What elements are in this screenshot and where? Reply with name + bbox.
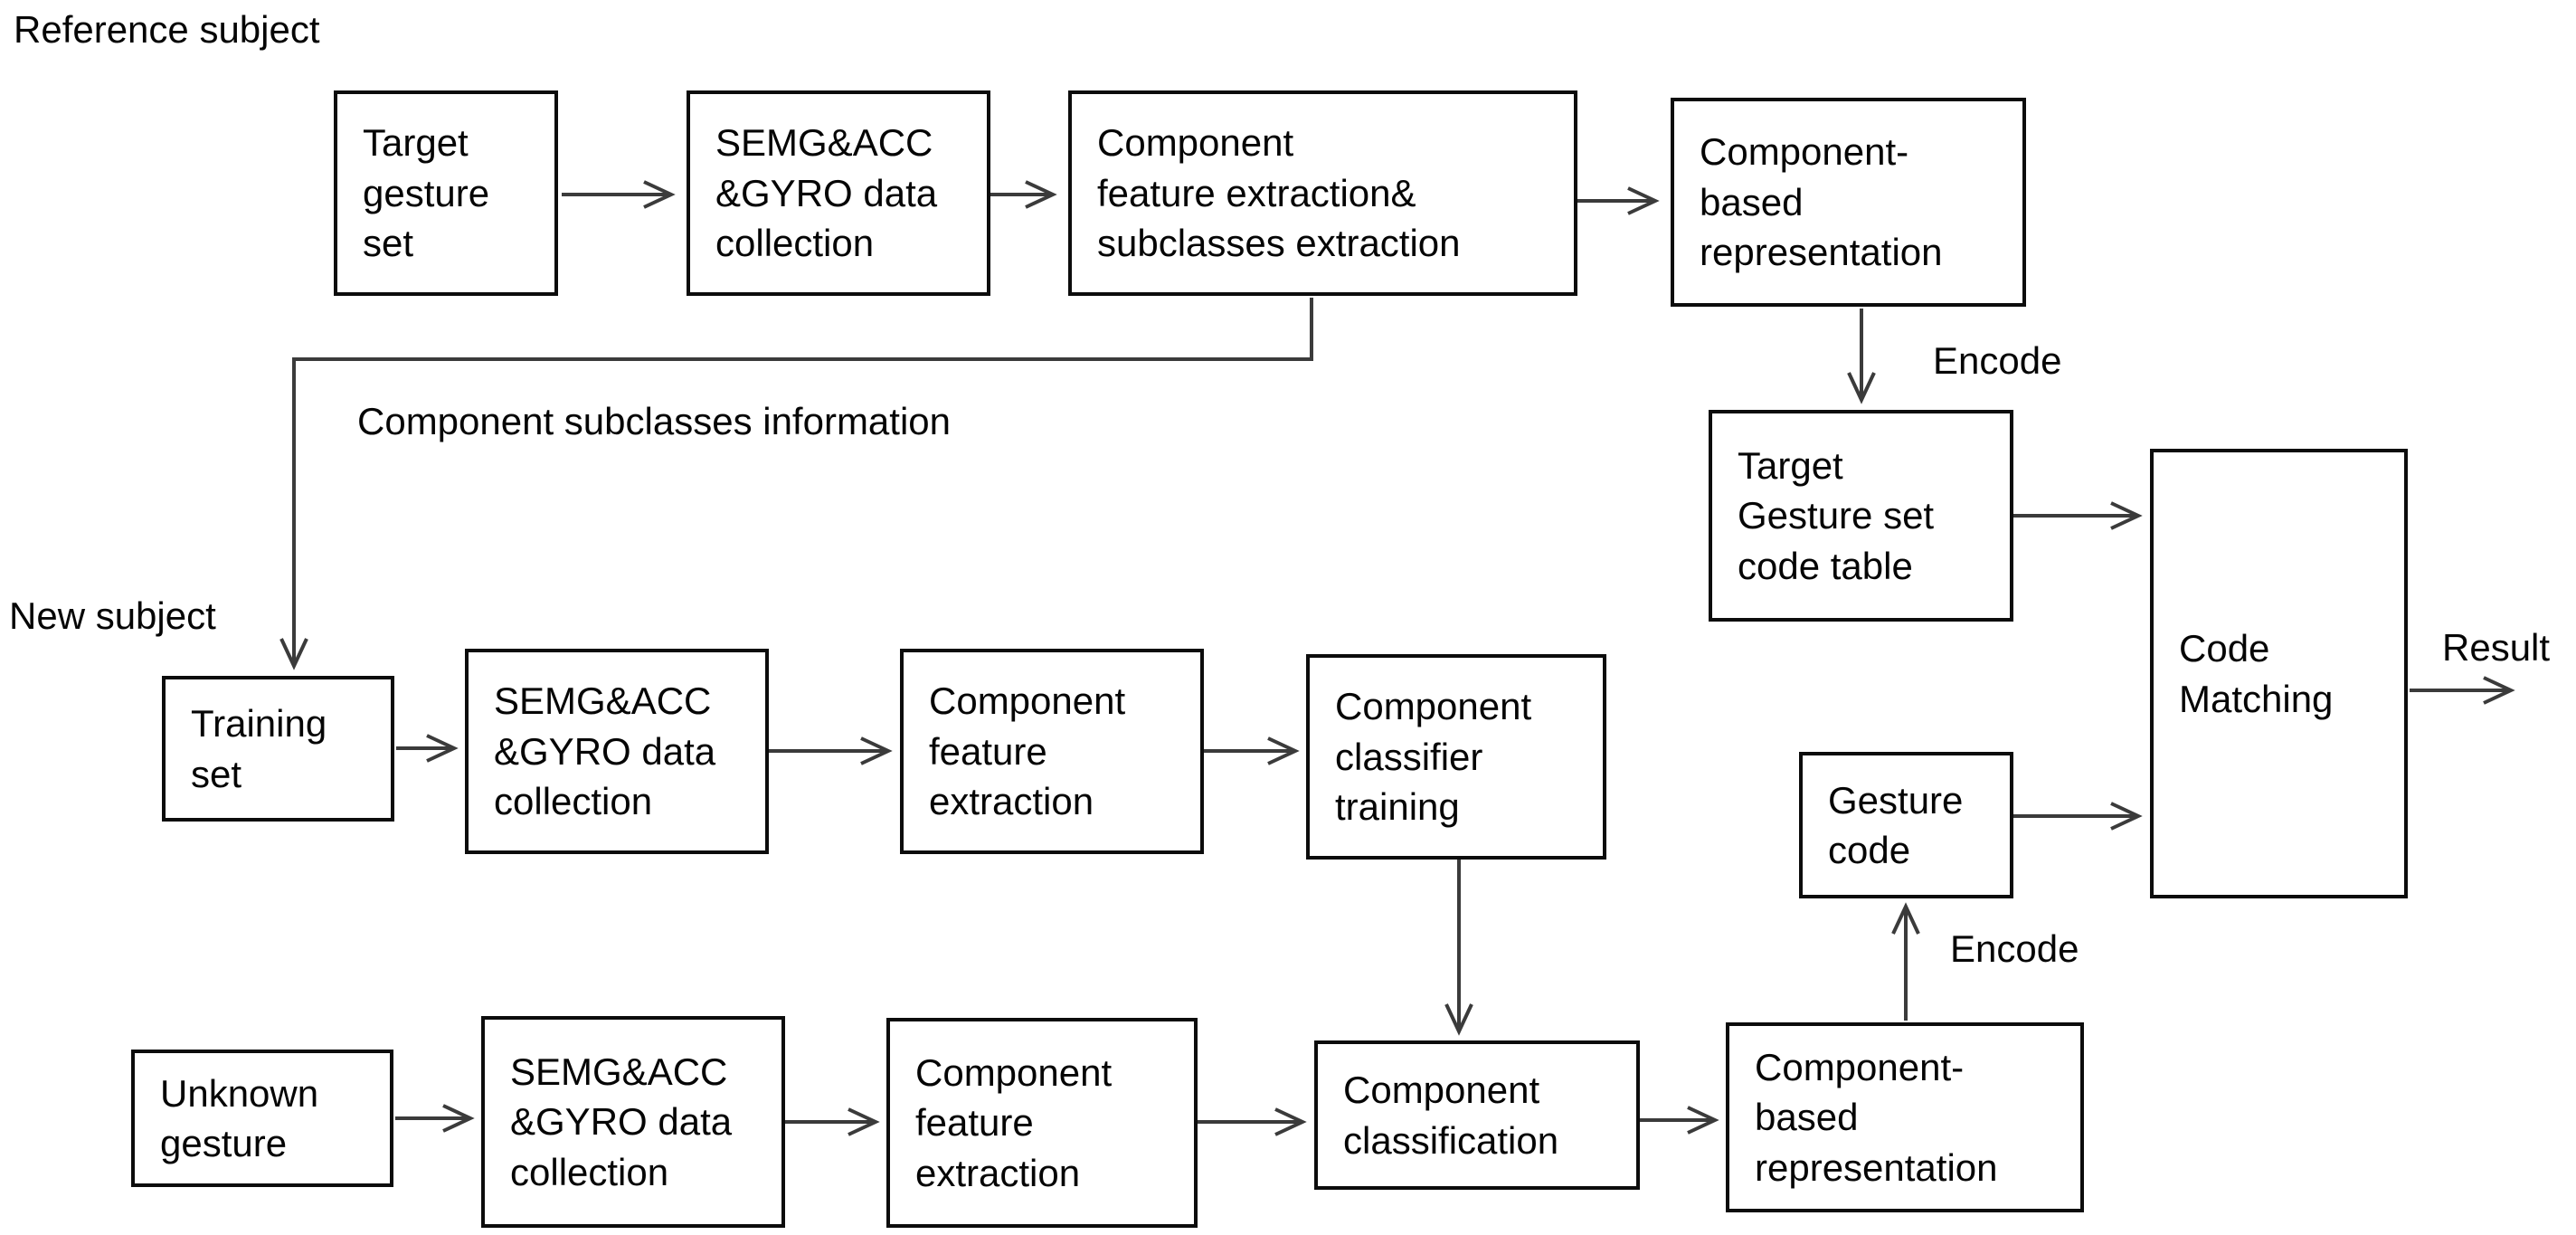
result-label: Result (2442, 626, 2551, 669)
reference-subject-label: Reference subject (14, 8, 320, 51)
node-label: Component feature extraction& subclasses… (1097, 121, 1461, 265)
node-label: SEMG&ACC &GYRO data collection (715, 121, 938, 265)
node-component-based-representation-top: Component- based representation (1671, 98, 2026, 307)
node-label: Component feature extraction (915, 1050, 1113, 1194)
new-subject-label: New subject (9, 594, 216, 637)
node-label: Target gesture set (363, 121, 490, 265)
node-component-feature-extraction-unknown: Component feature extraction (886, 1018, 1198, 1228)
node-label: Training set (191, 702, 327, 795)
node-label: Component classification (1343, 1069, 1559, 1162)
node-semg-acc-gyro-collection-unknown: SEMG&ACC &GYRO data collection (481, 1016, 785, 1228)
node-label: Component- based representation (1755, 1045, 1998, 1189)
node-semg-acc-gyro-collection-training: SEMG&ACC &GYRO data collection (465, 649, 769, 854)
node-training-set: Training set (162, 676, 394, 822)
node-gesture-code: Gesture code (1799, 752, 2013, 898)
encode-top-label: Encode (1933, 339, 2062, 382)
arrow-subclasses-info-to-trainingset (279, 298, 1313, 670)
node-label: Code Matching (2179, 627, 2334, 720)
node-label: Component feature extraction (929, 679, 1126, 823)
node-component-based-representation-bottom: Component- based representation (1726, 1022, 2084, 1212)
component-subclasses-information-label: Component subclasses information (357, 400, 952, 442)
node-component-classifier-training: Component classifier training (1306, 654, 1606, 860)
node-label: SEMG&ACC &GYRO data collection (494, 679, 716, 823)
encode-bottom-label: Encode (1950, 927, 2079, 970)
node-component-feature-subclasses-extraction: Component feature extraction& subclasses… (1068, 90, 1577, 296)
node-label: SEMG&ACC &GYRO data collection (510, 1050, 733, 1193)
node-label: Component classifier training (1335, 685, 1532, 829)
node-label: Target Gesture set code table (1738, 443, 1935, 587)
node-semg-acc-gyro-collection-reference: SEMG&ACC &GYRO data collection (687, 90, 990, 296)
node-label: Unknown gesture (160, 1071, 319, 1164)
node-unknown-gesture: Unknown gesture (131, 1050, 393, 1187)
node-target-gesture-set: Target gesture set (334, 90, 558, 296)
node-component-classification: Component classification (1314, 1040, 1640, 1190)
node-target-gesture-set-code-table: Target Gesture set code table (1709, 410, 2013, 622)
node-component-feature-extraction-training: Component feature extraction (900, 649, 1204, 854)
node-label: Component- based representation (1700, 130, 1943, 274)
node-code-matching: Code Matching (2150, 449, 2408, 898)
node-label: Gesture code (1828, 778, 1964, 871)
